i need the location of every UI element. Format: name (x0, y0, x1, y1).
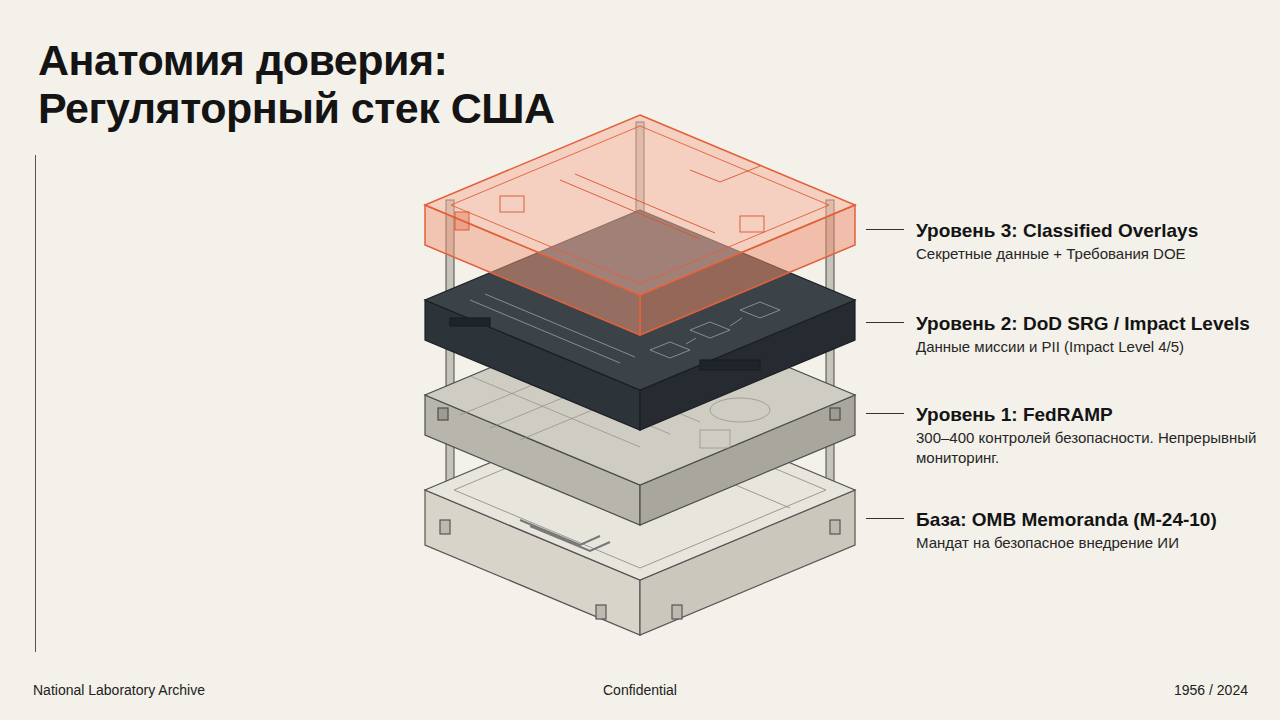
slide-title: Анатомия доверия: Регуляторный стек США (38, 36, 678, 132)
margin-rule (35, 155, 36, 652)
leader-lines (866, 230, 904, 519)
flow-icon (690, 322, 730, 338)
vent (700, 360, 760, 370)
footer-text: 1956 / 2024 (1174, 681, 1248, 699)
layer-heading: База: OMB Memoranda (M-24-10) (916, 508, 1218, 532)
layer-heading: Уровень 2: DoD SRG / Impact Levels (916, 312, 1251, 336)
classified-slab (425, 115, 855, 335)
layer-description: Секретные данные + Требования DOE (916, 244, 1200, 264)
bracket (438, 408, 448, 420)
panel (700, 430, 730, 448)
cable-duct (520, 520, 600, 545)
trace-line (575, 174, 715, 233)
bracket (830, 520, 840, 534)
leader-line (866, 413, 904, 414)
slab-inset (451, 126, 829, 284)
leader-line (866, 229, 904, 230)
icon-square (740, 216, 764, 232)
slab-top (425, 115, 855, 295)
layer-heading: Уровень 3: Classified Overlays (916, 219, 1200, 243)
monitor-ring (710, 398, 770, 422)
leader-line (866, 322, 904, 323)
hatch-panel (455, 212, 469, 230)
layer-description: Мандат на безопасное внедрение ИИ (916, 533, 1218, 553)
layer-label: База: OMB Memoranda (M-24-10)Мандат на б… (912, 506, 1222, 555)
layer-label: Уровень 3: Classified OverlaysСекретные … (912, 217, 1204, 266)
bracket (596, 605, 606, 619)
layer-label: Уровень 2: DoD SRG / Impact LevelsДанные… (912, 310, 1255, 359)
overlay-lines (455, 166, 764, 239)
icon-square (500, 196, 524, 212)
layer-label: Уровень 1: FedRAMP300–400 контролей безо… (912, 401, 1274, 470)
footer-text: National Laboratory Archive (33, 681, 205, 699)
leader-line (866, 518, 904, 519)
flow-icon (740, 302, 780, 318)
vent (450, 318, 490, 326)
bracket (830, 408, 840, 420)
bracket (440, 520, 450, 534)
flow-arrow (730, 318, 742, 326)
layer-description: 300–400 контролей безопасности. Непрерыв… (916, 428, 1270, 468)
trace-line (690, 166, 760, 182)
flow-icon (650, 342, 690, 358)
footer-text: Confidential (603, 681, 677, 699)
layer-heading: Уровень 1: FedRAMP (916, 403, 1270, 427)
trace-line (560, 180, 700, 239)
bracket (672, 605, 682, 619)
layer-description: Данные миссии и PII (Impact Level 4/5) (916, 337, 1251, 357)
flow-arrow (686, 338, 696, 344)
cable-duct (530, 526, 610, 551)
